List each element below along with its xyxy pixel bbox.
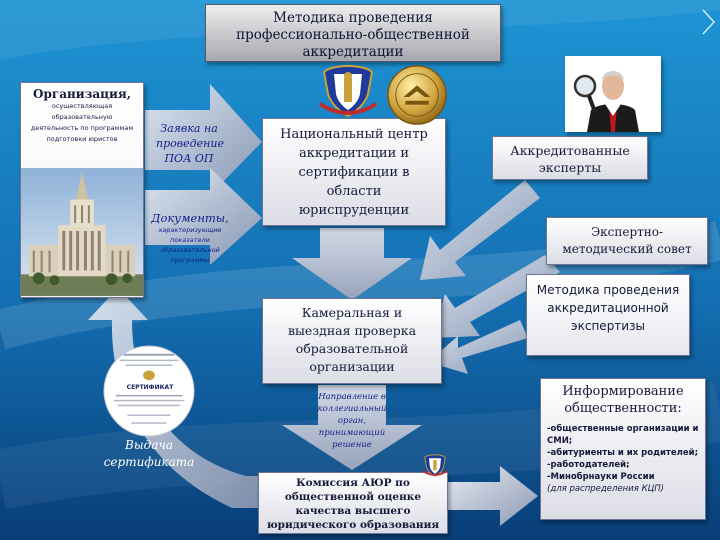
accredited-experts-box: Аккредитованные эксперты: [492, 136, 648, 180]
expert-magnifier-photo: [565, 56, 661, 132]
methodology-box: Методика проведения аккредитационной экс…: [526, 274, 690, 356]
certificate-caption: Выдача сертификата: [103, 438, 195, 469]
certificate-image: [103, 345, 195, 437]
national-center-box: Национальный центр аккредитации и сертиф…: [262, 118, 446, 226]
arrow-request: [145, 84, 262, 195]
arrow-documents: [145, 168, 262, 265]
arrow-documents-label: Документы, характеризующие показатели об…: [148, 211, 232, 265]
title-box: Методика проведения профессионально-обще…: [205, 4, 501, 62]
arrow-documents-heading: Документы,: [151, 211, 229, 225]
information-heading: Информирование общественности:: [562, 384, 684, 416]
commission-box: Комиссия АЮР по общественной оценке каче…: [258, 472, 448, 534]
university-building-photo: [21, 168, 143, 296]
expert-council-box: Экспертно-методический совет: [546, 217, 708, 265]
crest-emblem-icon: [318, 65, 378, 118]
arrow-documents-text: характеризующие показатели образовательн…: [158, 226, 222, 264]
accredited-experts-text: Аккредитованные эксперты: [510, 143, 630, 175]
organization-text: осуществляющая образовательную деятельно…: [30, 102, 134, 143]
arrow-commission-to-info: [448, 466, 538, 526]
information-box: Информирование общественности: -обществе…: [540, 378, 706, 520]
information-item-4: -Минобрнауки России: [547, 472, 655, 482]
arrow-inspection-to-commission: [282, 385, 422, 470]
information-item-3: -работодателей;: [547, 460, 630, 470]
information-item-2: -абитуриенты и их родителей;: [547, 448, 698, 458]
crest-emblem-icon-small: [422, 454, 448, 477]
arrow-center-to-inspection: [292, 228, 412, 300]
arrow-methodology-to-inspection: [428, 320, 528, 374]
ayur-gold-seal-icon: [387, 65, 447, 125]
expert-council-text: Экспертно-методический совет: [562, 225, 692, 256]
inspection-text: Камеральная и выездная проверка образова…: [287, 305, 417, 374]
information-item-1: -общественные организации и СМИ;: [547, 424, 699, 446]
direction-text: Направление в коллегиальный орган, прини…: [317, 392, 387, 450]
arrow-certificate-return: [88, 288, 258, 508]
methodology-text: Методика проведения аккредитационной экс…: [536, 283, 680, 333]
national-center-text: Национальный центр аккредитации и сертиф…: [280, 127, 428, 218]
arrow-experts-to-inspection: [420, 180, 540, 280]
inspection-box: Камеральная и выездная проверка образова…: [262, 298, 442, 384]
title-text: Методика проведения профессионально-обще…: [236, 10, 470, 60]
organization-heading: Организация,: [33, 87, 131, 101]
arrow-request-text: Заявка на проведение ПОА ОП: [156, 122, 224, 165]
commission-text: Комиссия АЮР по общественной оценке каче…: [266, 477, 440, 531]
information-note: (для распределения КЦП): [547, 484, 664, 494]
certificate-label: СЕРТИФИКАТ: [126, 384, 174, 391]
organization-box: Организация, осуществляющая образователь…: [20, 82, 144, 298]
